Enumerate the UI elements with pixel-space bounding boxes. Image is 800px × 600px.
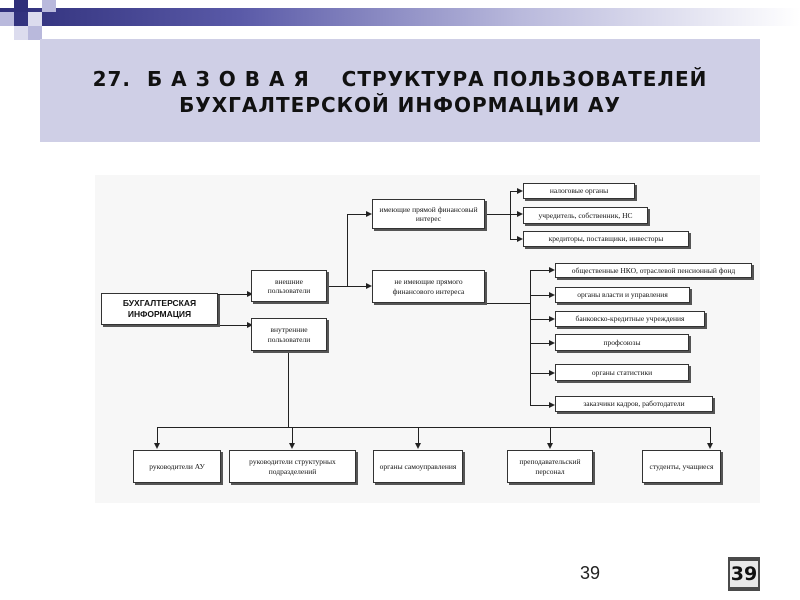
page-number-badge-text: 39 [730,561,758,587]
node-no-interest-item: банковско-кредитные учреждения [555,311,705,327]
node-direct-interest: имеющие прямой финансовый интерес [372,199,485,229]
node-with-interest-item: кредиторы, поставщики, инвесторы [523,231,689,247]
node-no-interest-item: органы власти и управления [555,287,690,303]
page-number: 39 [580,563,601,583]
node-root: БУХГАЛТЕРСКАЯ ИНФОРМАЦИЯ [101,293,218,325]
checker-decoration [0,0,60,50]
node-internal-item: руководители структурных подразделений [229,450,356,483]
slide-title-box: 27. Б А З О В А Я СТРУКТУРА ПОЛЬЗОВАТЕЛЕ… [40,39,760,142]
node-internal-item: студенты, учащиеся [642,450,721,483]
node-no-interest-item: заказчики кадров, работодатели [555,396,713,412]
node-no-direct-interest: не имеющие прямого финансового интереса [372,270,485,303]
slide-title-line-1: 27. Б А З О В А Я СТРУКТУРА ПОЛЬЗОВАТЕЛЕ… [92,67,708,91]
header-gradient-bar [0,8,800,26]
node-no-interest-item: органы статистики [555,364,689,381]
node-with-interest-item: налоговые органы [523,183,635,199]
node-internal-item: руководители АУ [133,450,221,483]
slide-title-line-2: БУХГАЛТЕРСКОЙ ИНФОРМАЦИИ АУ [179,93,621,117]
node-external-users: внешние пользователи [251,270,327,302]
node-internal-users: внутренние пользователи [251,318,327,351]
node-internal-item: органы самоуправления [373,450,463,483]
node-no-interest-item: профсоюзы [555,334,689,351]
node-with-interest-item: учредитель, собственник, НС [523,207,648,224]
node-internal-item: преподавательский персонал [507,450,593,483]
page-number-badge: 39 [728,557,760,591]
node-no-interest-item: общественные НКО, отраслевой пенсионный … [555,263,752,278]
